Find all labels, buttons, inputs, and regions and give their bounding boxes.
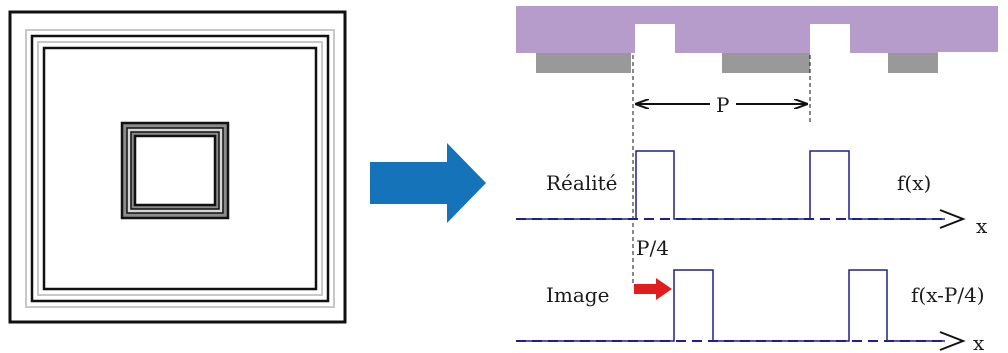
reality-label: Réalité bbox=[546, 171, 617, 195]
ring-1 bbox=[25, 29, 335, 308]
image-axis-label: x bbox=[973, 331, 985, 353]
image-function-label: f(x-P/4) bbox=[911, 283, 985, 307]
substrate-block-3 bbox=[888, 53, 938, 73]
mask-cross-section bbox=[516, 6, 998, 73]
mask-layer bbox=[516, 6, 998, 53]
substrate-block-2 bbox=[722, 53, 810, 73]
period-label: P bbox=[716, 93, 729, 117]
reality-function-label: f(x) bbox=[897, 171, 931, 195]
arrow-right-icon bbox=[370, 143, 486, 223]
substrate-block-1 bbox=[536, 53, 631, 73]
center-hole bbox=[133, 134, 217, 207]
shift-label: P/4 bbox=[636, 236, 669, 260]
ring-4 bbox=[42, 46, 318, 291]
image-signal bbox=[516, 269, 945, 342]
ring-3 bbox=[37, 41, 323, 296]
shift-arrow-icon bbox=[634, 278, 672, 300]
reality-signal bbox=[516, 150, 945, 220]
square-layout bbox=[8, 10, 347, 324]
image-label: Image bbox=[546, 283, 609, 307]
image-axis-arrowhead bbox=[939, 331, 966, 351]
ring-2 bbox=[30, 34, 330, 303]
reality-axis-arrowhead bbox=[939, 209, 966, 229]
reality-axis-label: x bbox=[976, 214, 988, 238]
